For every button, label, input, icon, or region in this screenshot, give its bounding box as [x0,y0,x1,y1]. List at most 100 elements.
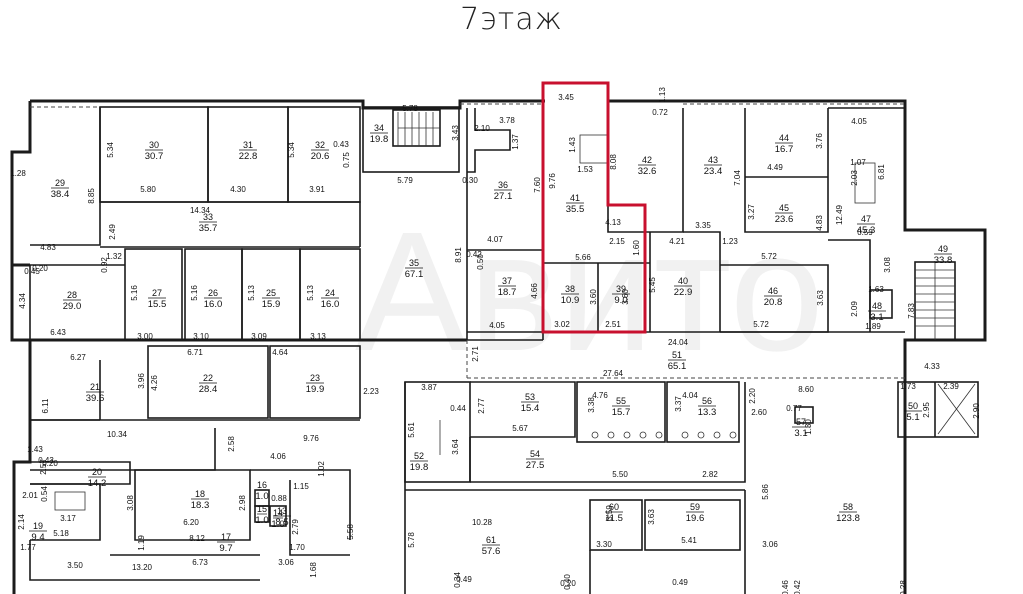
room-area: 3.1 [870,312,883,323]
dimension-label: 1.89 [865,322,881,331]
room-area: 16.0 [204,299,223,310]
room-area: 15.4 [521,403,540,414]
upper-rooms [29,81,956,341]
dimension-label: 3.30 [596,540,612,549]
room-area: 35.5 [566,204,585,215]
dimension-label: 3.13 [310,332,326,341]
dimension-label: 6.73 [192,558,208,567]
room-number: 35 [409,258,419,268]
room-area: 57.6 [482,546,501,557]
room-area: 19.9 [306,384,325,395]
dimension-label: 5.78 [407,532,416,548]
room-area: 1.0 [255,491,268,502]
dimension-label: 1.60 [632,240,641,256]
dimension-label: 2.49 [108,224,117,240]
room-area: 23.6 [775,214,794,225]
dimension-label: 0.54 [40,486,49,502]
room-area: 23.4 [704,166,723,177]
dimension-label: 0.20 [560,579,576,588]
room-number: 39 [616,284,626,294]
dimension-label: 2.60 [751,408,767,417]
dimension-label: 0.34 [453,572,462,588]
room-area: 35.7 [199,223,218,234]
room-number: 60 [609,502,619,512]
room-number: 56 [702,396,712,406]
dimension-label: 3.08 [883,257,892,273]
room-area: 15.9 [262,299,281,310]
room-area: 22.8 [239,151,258,162]
dimension-label: 1.02 [317,461,326,477]
dimension-label: 0.45 [24,267,40,276]
dimension-label: 0.88 [271,494,287,503]
dimension-label: 13.20 [132,563,153,572]
dimension-label: 6.43 [50,328,66,337]
dimension-label: 3.63 [816,290,825,306]
room-number: 58 [843,502,853,512]
room-area: 15.7 [612,407,631,418]
dimension-label: 1.43 [27,445,43,454]
dimension-label: 1.19 [137,535,146,551]
dimension-label: 4.66 [530,283,539,299]
room-16: 161.0 [255,480,268,502]
room-area: 18.7 [498,287,517,298]
dimension-label: 14.34 [190,206,211,215]
dimension-label: 5.61 [407,422,416,438]
dimension-label: 3.60 [621,289,630,305]
dimension-label: 1.77 [20,543,36,552]
dimension-label: 3.06 [762,540,778,549]
dimension-label: 6.71 [187,348,203,357]
dimension-label: 3.08 [126,495,135,511]
dimension-label: 1.30 [804,419,813,435]
room-number: 22 [203,373,213,383]
dimension-label: 1.70 [289,543,305,552]
dimension-label: 24.04 [668,338,689,347]
room-number: 15 [257,504,267,514]
dimension-label: 2.39 [943,382,959,391]
dimension-label: 2.71 [471,346,480,362]
dimension-label: 0.77 [786,404,802,413]
dimension-label: 0.43 [38,456,54,465]
room-area: 67.1 [405,269,424,280]
room-number: 37 [502,276,512,286]
dimension-label: 4.33 [924,362,940,371]
room-area: 19.8 [410,462,429,473]
dimension-label: 4.64 [272,348,288,357]
room-number: 45 [779,203,789,213]
dimension-label: 2.20 [748,388,757,404]
room-area: 18.3 [191,500,210,511]
dimension-label: 5.13 [247,285,256,301]
dimension-label: 0.75 [342,152,351,168]
dimension-label: 3.76 [815,133,824,149]
room-area: 22.9 [674,287,693,298]
dimension-label: 4.05 [489,321,505,330]
dimension-label: 3.43 [451,125,460,141]
dimension-label: 7.60 [533,177,542,193]
room-13: 138.5 [273,506,291,528]
dimension-label: 4.83 [40,243,56,252]
dimension-label: 6.11 [41,398,50,414]
dimension-label: 7.04 [733,170,742,186]
dimension-label: 1.37 [511,134,520,150]
room-number: 30 [149,140,159,150]
dimension-label: 1.28 [10,169,26,178]
dimension-label: 0.49 [672,578,688,587]
dimension-label: 5.50 [612,470,628,479]
room-area: 30.7 [145,151,164,162]
dimension-label: 5.18 [53,529,69,538]
dimension-label: 5.66 [575,253,591,262]
watermark-text: Авито [355,197,824,387]
floor-title: 7этаж [460,2,563,37]
dimension-label: 5.34 [287,142,296,158]
